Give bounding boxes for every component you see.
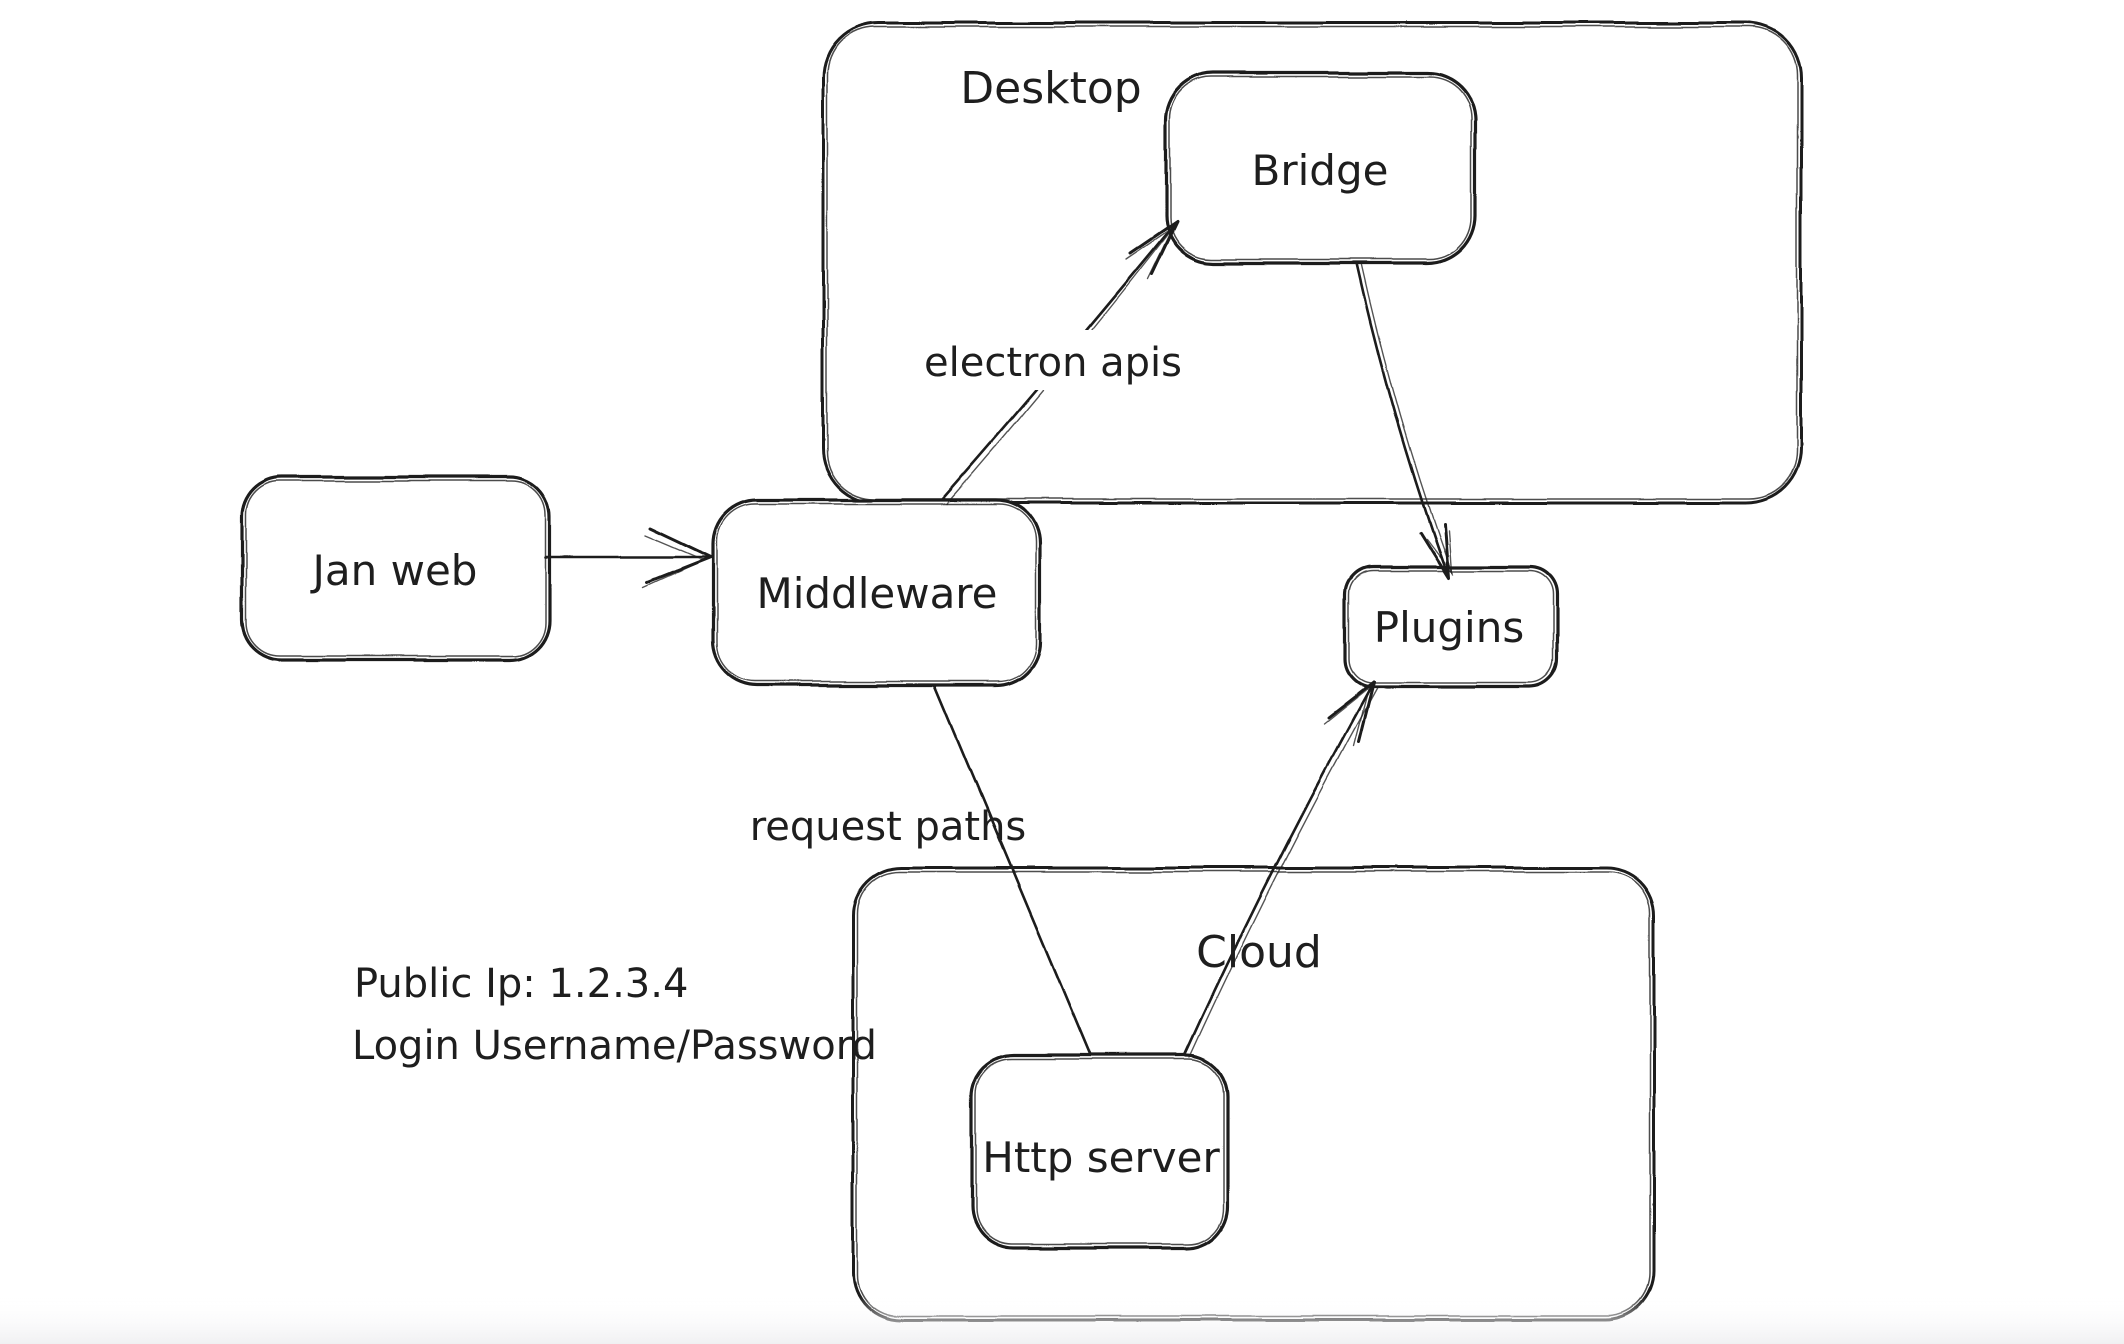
annotation-login: Login Username/Password [352, 1023, 877, 1069]
line-middleware-to-http-server[interactable] [933, 683, 1092, 1057]
node-middleware-label: Middleware [756, 569, 997, 618]
arrow-bridge-to-plugins-line-ghost [1361, 264, 1453, 575]
node-jan-web-label: Jan web [310, 546, 478, 595]
container-desktop-label: Desktop [960, 63, 1141, 114]
node-http-server-outline [970, 1053, 1230, 1250]
container-desktop[interactable] [821, 21, 1803, 505]
node-http-server-outline-ghost [975, 1058, 1225, 1245]
bottom-fade-strip [0, 1296, 2124, 1344]
edge-label-electron-apis: electron apis [924, 340, 1182, 386]
arrow-http-server-to-plugins-head-ghost [1323, 686, 1370, 747]
container-desktop-outline [821, 21, 1803, 505]
node-http-server[interactable] [970, 1053, 1230, 1250]
arrow-jan-web-to-middleware-head-ghost [643, 534, 706, 588]
arrow-http-server-to-plugins-line [1183, 680, 1375, 1057]
arrow-bridge-to-plugins-head [1418, 522, 1450, 580]
arrow-bridge-to-plugins[interactable] [1355, 261, 1453, 580]
node-jan-web-outline-ghost [245, 480, 546, 657]
node-http-server-label: Http server [982, 1133, 1220, 1182]
node-bridge-outline [1164, 71, 1477, 265]
arrow-http-server-to-plugins-line-ghost [1189, 686, 1378, 1058]
arrow-http-server-to-plugins[interactable] [1183, 680, 1378, 1058]
node-middleware-outline-ghost [716, 503, 1037, 682]
node-middleware-outline [711, 498, 1042, 687]
line-middleware-to-http-server-line [933, 683, 1092, 1057]
arrow-bridge-to-plugins-head-ghost [1425, 529, 1452, 575]
node-plugins[interactable] [1343, 565, 1559, 689]
container-desktop-outline-ghost [826, 26, 1798, 500]
arrow-middleware-to-bridge-head-ghost [1125, 224, 1175, 280]
annotation-public-ip: Public Ip: 1.2.3.4 [354, 961, 688, 1007]
arrow-middleware-to-bridge-head [1128, 219, 1179, 276]
edge-label-request-paths: request paths [750, 804, 1027, 850]
node-plugins-label: Plugins [1374, 603, 1524, 652]
node-bridge-outline-ghost [1169, 76, 1472, 260]
arrow-bridge-to-plugins-line [1355, 261, 1450, 580]
arrow-jan-web-to-middleware-head [646, 526, 713, 584]
arrow-http-server-to-plugins-head [1326, 680, 1375, 744]
node-middleware[interactable] [711, 498, 1042, 687]
node-bridge-label: Bridge [1252, 146, 1389, 195]
container-cloud-label: Cloud [1196, 927, 1322, 978]
node-jan-web[interactable] [240, 475, 551, 662]
node-bridge[interactable] [1164, 71, 1477, 265]
edge-label-electron-apis-mask [918, 330, 1190, 390]
arrow-jan-web-to-middleware[interactable] [543, 526, 713, 588]
node-jan-web-outline [240, 475, 551, 662]
